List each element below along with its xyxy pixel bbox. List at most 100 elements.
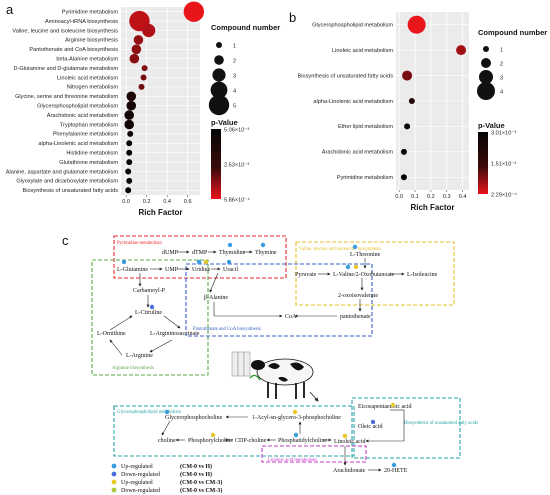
cow-illustration (231, 351, 319, 402)
legend-group-down-cm0-h: (CM-0 vs H) (180, 471, 212, 478)
node-l-ornithine: L-Ornithine (97, 331, 126, 337)
category-label: Phenylalanine metabolism (53, 132, 119, 138)
category-label: Pantothenate and CoA biosynthesis (29, 47, 118, 53)
x-tick-label: 0.3 (443, 194, 451, 200)
node-pyruvate: Pyruvate (295, 272, 317, 278)
data-point (138, 83, 145, 90)
color-legend-bar (478, 132, 488, 194)
data-point (127, 130, 134, 137)
x-axis-label: Rich Factor (138, 208, 182, 217)
box-glycerophospholipid (113, 405, 355, 457)
color-legend-label: 5.86×10⁻⁴ (224, 197, 250, 204)
category-label: Linoleic acid metabolism (332, 48, 393, 54)
data-point (140, 74, 147, 81)
size-legend-label: 4 (500, 90, 503, 96)
color-legend-label: 2.53×10⁻³ (224, 163, 249, 169)
size-legend-label: 5 (233, 104, 236, 110)
data-point (402, 70, 413, 81)
category-label: Nitrogen metabolism (67, 85, 119, 91)
data-point (126, 140, 133, 147)
color-legend-bar (211, 129, 221, 199)
box-valine (295, 241, 455, 306)
size-legend-label: 2 (233, 59, 236, 65)
data-point (126, 91, 137, 102)
node-uracil: Uracil (223, 267, 238, 273)
panel-label-c: c (62, 233, 69, 248)
category-label: Valine, leucine and isoleucine biosynthe… (12, 28, 118, 34)
category-label: Ether lipid metabolism (338, 124, 393, 130)
node-thymine: Thymine (255, 250, 277, 256)
data-point (142, 23, 156, 38)
x-tick-label: 0.0 (395, 194, 403, 200)
node-linoleic-acid: Linoleic acid (334, 439, 366, 445)
data-point (408, 98, 415, 104)
legend-group-down-cm0-cm3: (CM-0 vs CM-3) (180, 487, 222, 494)
node-2-oxoisovalerate: 2-oxoisovalerate (338, 293, 378, 299)
size-legend-marker (214, 55, 224, 65)
category-label: Aminoacyl-tRNA biosynthesis (45, 19, 118, 25)
category-label: Biosynthesis of unsaturated fatty acids (298, 73, 394, 79)
data-point (126, 159, 133, 166)
node-choline: choline (158, 438, 176, 444)
category-label: Biosynthesis of unsaturated fatty acids (23, 188, 119, 194)
legend-group-up-cm0-cm3: (CM-0 vs CM-3) (180, 479, 222, 486)
pathway-diagram: Pyrimidine metabolism Valine, leucine an… (91, 235, 478, 494)
category-label: Arachidonic acid metabolism (322, 150, 394, 156)
category-label: Glutathione metabolism (59, 160, 118, 166)
node-oleic-acid: Oleic acid (358, 424, 383, 430)
plot-area (121, 7, 200, 195)
size-legend-label: 1 (500, 48, 503, 54)
data-point (125, 187, 132, 194)
category-label: Alanine, aspartate and glutamate metabol… (6, 169, 119, 175)
data-point (124, 110, 135, 120)
node-pantothenate: pantothenate (340, 314, 371, 320)
regulation-legend: Up-regulated (CM-0 vs H) Down-regulated … (111, 463, 222, 494)
node-carbamoyl-p: Carbamoyl-P (133, 288, 166, 294)
data-point (129, 53, 140, 64)
node-dtmp: dTMP (192, 250, 208, 256)
box-label-valine: Valine, leucine and isoleucine biosynthe… (299, 247, 381, 252)
size-legend-marker (210, 81, 228, 99)
x-tick-label: 0.0 (122, 199, 130, 205)
legend-label-up-cm0-h: Up-regulated (121, 464, 153, 470)
legend-marker-up-cm0-h (111, 463, 117, 469)
node-coa: CoA (285, 314, 297, 320)
legend-label-down-cm0-h: Down-regulated (121, 472, 160, 478)
box-label-glycerophospholipid: Glycerophospholipid metabolism (117, 410, 181, 415)
size-legend-marker (477, 82, 495, 100)
box-label-unsaturated: Biosynthesis of unsaturated fatty acids (404, 421, 478, 426)
data-point (400, 148, 407, 155)
node-eicosapentaenoic: Eicosapentaenoic acid (358, 404, 411, 410)
x-tick-label: 0.4 (459, 194, 467, 200)
panel-label-a: a (6, 2, 14, 17)
data-point (407, 15, 426, 34)
x-tick-label: 0.4 (163, 199, 171, 205)
box-label-linoleic: Linoleic acid metabolism (268, 458, 317, 463)
node-arachidonate: Arachidonate (333, 468, 366, 474)
size-legend-marker (479, 70, 493, 84)
category-label: Pyrimidine metabolism (337, 175, 394, 181)
node-l-valine: L-Valine/2-Oxobutanoate (333, 272, 395, 278)
data-point (400, 174, 407, 181)
node-20-hete: 20-HETE (384, 468, 408, 474)
legend-marker-down-cm0-cm3 (111, 487, 117, 493)
color-legend-label: 3.01×10⁻³ (491, 131, 516, 137)
box-label-pantothenate: Pantothenate and CoA biosynthesis (193, 327, 261, 332)
color-legend-label: 2.29×10⁻⁴ (491, 192, 517, 199)
box-pyrimidine (113, 235, 287, 279)
x-axis-label: Rich Factor (410, 203, 454, 212)
category-label: beta-Alanine metabolism (56, 57, 118, 63)
data-point (126, 177, 133, 184)
category-label: Arginine biosynthesis (65, 38, 118, 44)
node-thymidine: Thymidine (219, 250, 246, 256)
legend-marker-down-cm0-h (111, 471, 117, 477)
data-point (404, 123, 411, 130)
category-label: Tryptophan metabolism (60, 122, 119, 128)
legend-marker-up-cm0-cm3 (111, 479, 117, 485)
category-label: Arachidonic acid metabolism (47, 113, 119, 119)
data-point (131, 44, 142, 55)
color-legend-label: 1.51×10⁻³ (491, 162, 516, 168)
data-point (141, 65, 148, 72)
